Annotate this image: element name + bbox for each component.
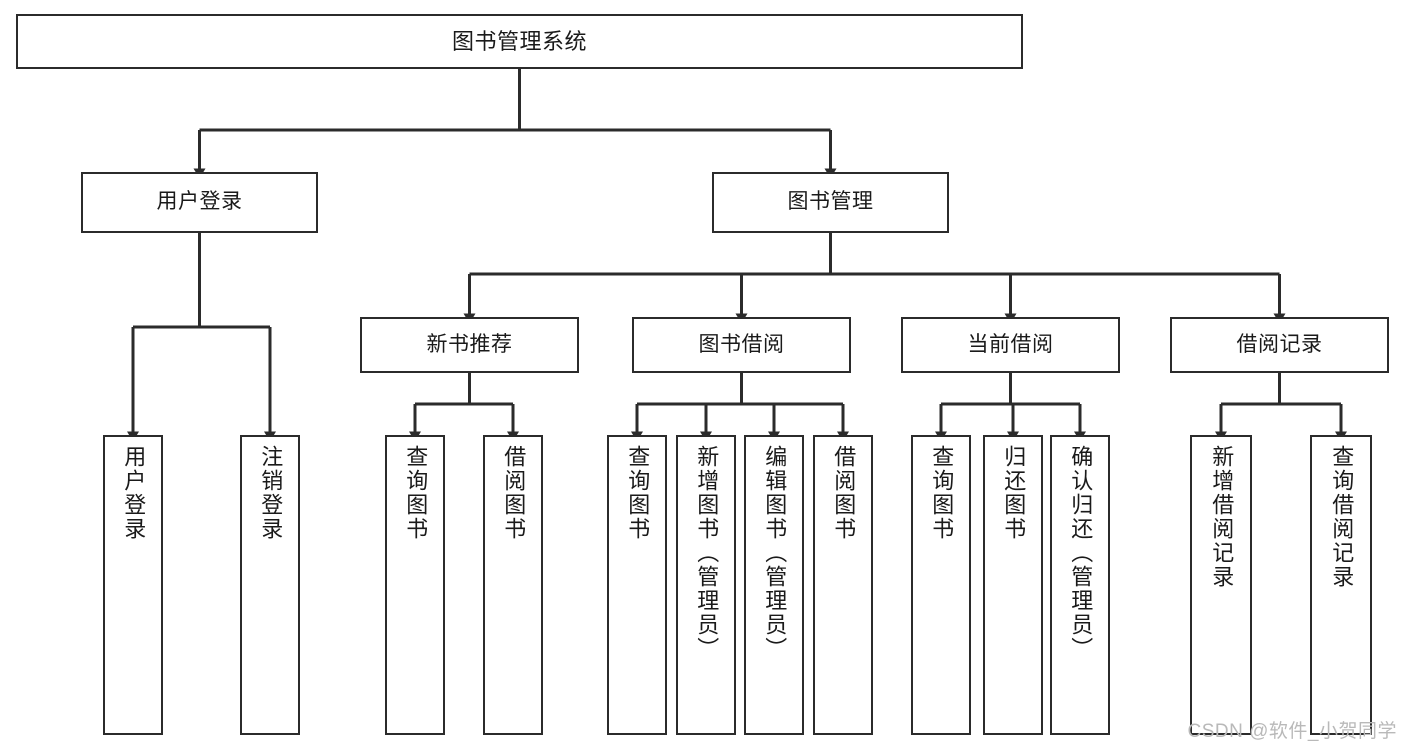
node-leaf-query-1[interactable]: 查询图书: [385, 435, 445, 735]
node-root[interactable]: 图书管理系统: [16, 14, 1023, 69]
node-leaf-query-rec[interactable]: 查询借阅记录: [1310, 435, 1372, 735]
node-label-leaf-edit-book: 编辑图书（管理员）: [762, 445, 788, 661]
node-label-current-borrow: 当前借阅: [967, 332, 1054, 356]
node-label-borrow-record: 借阅记录: [1236, 332, 1323, 356]
node-label-leaf-query-2: 查询图书: [625, 445, 651, 541]
node-label-leaf-query-rec: 查询借阅记录: [1329, 445, 1355, 589]
node-new-book-rec[interactable]: 新书推荐: [360, 317, 579, 373]
node-user-login[interactable]: 用户登录: [81, 172, 318, 233]
node-label-leaf-query-3: 查询图书: [929, 445, 955, 541]
node-book-manage[interactable]: 图书管理: [712, 172, 949, 233]
node-label-root: 图书管理系统: [451, 28, 587, 54]
node-borrow-record[interactable]: 借阅记录: [1170, 317, 1389, 373]
csdn-watermark: CSDN @软件_小贺同学: [1187, 721, 1397, 742]
node-label-leaf-logout: 注销登录: [258, 445, 284, 541]
node-label-book-manage: 图书管理: [787, 190, 874, 214]
node-leaf-add-book[interactable]: 新增图书（管理员）: [676, 435, 736, 735]
node-leaf-borrow-1[interactable]: 借阅图书: [483, 435, 543, 735]
node-label-leaf-query-1: 查询图书: [403, 445, 429, 541]
node-book-borrow[interactable]: 图书借阅: [632, 317, 851, 373]
node-label-leaf-confirm: 确认归还（管理员）: [1068, 445, 1094, 661]
node-leaf-confirm[interactable]: 确认归还（管理员）: [1050, 435, 1110, 735]
node-leaf-edit-book[interactable]: 编辑图书（管理员）: [744, 435, 804, 735]
node-leaf-query-3[interactable]: 查询图书: [911, 435, 971, 735]
node-leaf-query-2[interactable]: 查询图书: [607, 435, 667, 735]
node-label-book-borrow: 图书借阅: [698, 332, 785, 356]
node-leaf-return[interactable]: 归还图书: [983, 435, 1043, 735]
node-label-user-login: 用户登录: [156, 190, 243, 214]
node-leaf-borrow-2[interactable]: 借阅图书: [813, 435, 873, 735]
node-leaf-add-rec[interactable]: 新增借阅记录: [1190, 435, 1252, 735]
node-label-leaf-borrow-2: 借阅图书: [831, 445, 857, 541]
node-label-leaf-borrow-1: 借阅图书: [501, 445, 527, 541]
node-leaf-logout[interactable]: 注销登录: [240, 435, 300, 735]
node-current-borrow[interactable]: 当前借阅: [901, 317, 1120, 373]
node-label-leaf-user-login: 用户登录: [121, 445, 147, 541]
node-label-new-book-rec: 新书推荐: [426, 332, 513, 356]
node-label-leaf-return: 归还图书: [1001, 445, 1027, 541]
node-leaf-user-login[interactable]: 用户登录: [103, 435, 163, 735]
node-label-leaf-add-book: 新增图书（管理员）: [694, 445, 720, 661]
node-label-leaf-add-rec: 新增借阅记录: [1209, 445, 1235, 589]
